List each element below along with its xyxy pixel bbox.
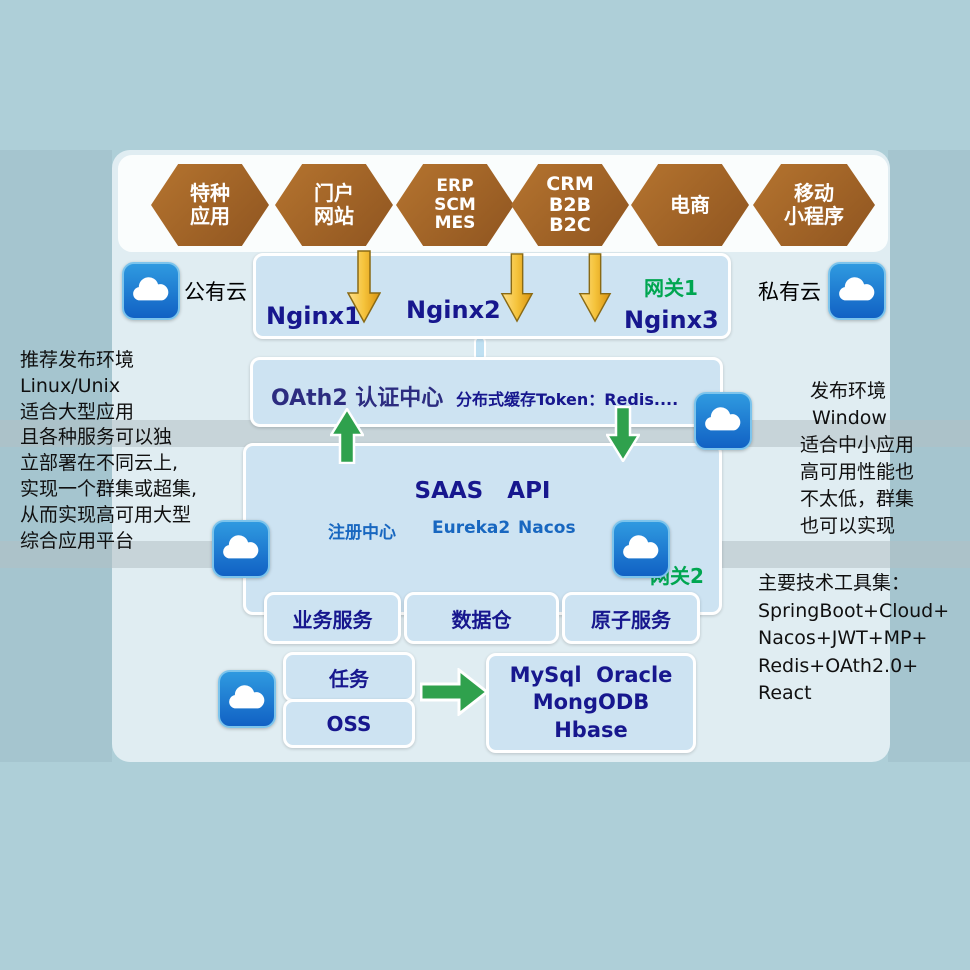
token-cache-label: 分布式缓存Token：Redis.... <box>456 390 679 409</box>
private-cloud-label: 私有云 <box>758 280 821 304</box>
up-arrow-icon <box>330 408 364 464</box>
down-arrow-icon <box>347 250 381 324</box>
hexagon-label: B2B <box>548 193 592 216</box>
note-line: 适合中小应用 <box>800 433 915 456</box>
atomic-service-label: 原子服务 <box>591 607 671 632</box>
note-line: 推荐发布环境 <box>20 349 135 371</box>
gateway1-label: 网关1 <box>644 276 698 300</box>
business-service-label: 业务服务 <box>292 607 373 632</box>
nginx2-label: Nginx2 <box>406 296 501 324</box>
database-line: MySql Oracle <box>509 663 673 687</box>
note-line: 且各种服务可以独 <box>20 426 173 449</box>
public-cloud-label: 公有云 <box>184 280 247 304</box>
note-line: 适合大型应用 <box>20 400 135 423</box>
hexagon-crm-b2b-b2c: CRM B2B B2C <box>511 164 629 246</box>
database-line: MongODB <box>532 690 650 715</box>
business-service-box: 业务服务 <box>264 592 401 644</box>
note-line: 综合应用平台 <box>20 529 135 552</box>
tools-line: Redis+OAth2.0+ <box>758 654 919 677</box>
hexagon-label: 门户 <box>314 181 354 205</box>
left-background-shade <box>0 150 112 762</box>
down-arrow-icon <box>578 253 612 323</box>
atomic-service-box: 原子服务 <box>562 592 700 644</box>
cloud-icon <box>212 520 270 578</box>
note-line: Linux/Unix <box>20 374 121 397</box>
hexagon-label: CRM <box>546 172 594 195</box>
hexagon-label: 网站 <box>314 204 354 228</box>
oauth-box: OAth2 认证中心 分布式缓存Token：Redis.... <box>250 357 723 427</box>
tools-line: SpringBoot+Cloud+ <box>758 599 950 622</box>
oss-label: OSS <box>326 711 372 736</box>
note-line: 不太低，群集 <box>800 487 915 510</box>
task-label: 任务 <box>329 666 369 691</box>
hexagon-mobile-miniprogram: 移动 小程序 <box>753 164 875 246</box>
hexagon-label: 移动 <box>794 181 834 205</box>
cloud-icon <box>828 262 886 320</box>
hexagon-label: B2C <box>549 214 591 237</box>
note-line: 也可以实现 <box>800 514 896 537</box>
database-line: Hbase <box>554 717 628 742</box>
note-line: 立部署在不同云上, <box>20 452 179 475</box>
cloud-icon <box>122 262 180 320</box>
hexagon-label: 应用 <box>190 204 230 228</box>
oss-box: OSS <box>283 699 415 748</box>
hexagon-label: ERP <box>436 175 474 196</box>
database-box: MySql Oracle MongODB Hbase <box>486 653 696 753</box>
note-line: 高可用性能也 <box>800 460 915 483</box>
note-line: Window <box>812 406 887 429</box>
hexagon-special-apps: 特种 应用 <box>151 164 269 246</box>
left-deployment-note: 推荐发布环境 Linux/Unix 适合大型应用 且各种服务可以独 立部署在不同… <box>20 348 265 555</box>
note-line: 发布环境 <box>810 380 887 402</box>
nginx1-label: Nginx1 <box>266 302 361 330</box>
registry-label: 注册中心 <box>328 523 396 543</box>
nginx3-label: Nginx3 <box>624 306 719 334</box>
task-box: 任务 <box>283 652 415 702</box>
note-line: 实现一个群集或超集, <box>20 478 198 501</box>
down-arrow-icon <box>606 406 640 462</box>
hexagon-label: 特种 <box>190 181 230 205</box>
right-background-shade <box>888 150 970 762</box>
hexagon-portal: 门户 网站 <box>275 164 393 246</box>
hexagon-label: MES <box>434 213 476 234</box>
tools-line: React <box>758 682 812 705</box>
data-warehouse-label: 数据仓 <box>451 607 512 632</box>
tools-line: Nacos+JWT+MP+ <box>758 627 928 650</box>
saas-api-title: SAAS API <box>414 478 551 504</box>
cloud-icon <box>612 520 670 578</box>
cloud-icon <box>218 670 276 728</box>
down-arrow-icon <box>500 253 534 323</box>
eureka-label: Eureka2 <box>432 518 511 538</box>
hexagon-label: SCM <box>434 194 476 215</box>
cloud-icon <box>694 392 752 450</box>
nginx-gateway-box: Nginx1 Nginx2 Nginx3 网关1 <box>253 253 731 339</box>
hexagon-ecommerce: 电商 <box>631 164 749 246</box>
right-arrow-icon <box>420 668 488 716</box>
right-deployment-note: 发布环境 Window 适合中小应用 高可用性能也 不太低，群集 也可以实现 <box>800 378 960 540</box>
hexagon-erp-scm-mes: ERP SCM MES <box>396 164 514 246</box>
nacos-label: Nacos <box>518 518 576 538</box>
data-warehouse-box: 数据仓 <box>404 592 559 644</box>
tools-note-title: 主要技术工具集： <box>758 572 911 594</box>
oauth-title: OAth2 认证中心 <box>271 386 444 411</box>
note-line: 从而实现高可用大型 <box>20 503 192 526</box>
hexagon-label: 电商 <box>670 192 710 217</box>
tools-note: 主要技术工具集： SpringBoot+Cloud+ Nacos+JWT+MP+… <box>758 570 963 708</box>
hexagon-label: 小程序 <box>784 204 844 228</box>
